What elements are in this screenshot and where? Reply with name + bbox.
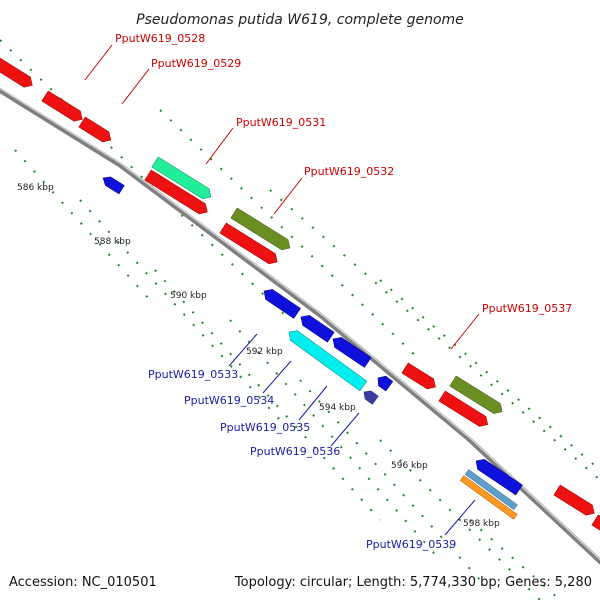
cds-PputW619_0541[interactable] — [591, 514, 600, 539]
gene-label-PputW619_0534[interactable]: PputW619_0534 — [184, 394, 274, 407]
cds-PputW619_0532[interactable] — [230, 207, 293, 253]
leader-line-0533 — [228, 333, 258, 367]
cds-PputW619_0536a[interactable] — [374, 373, 394, 392]
upper-dotted-line-2 — [159, 109, 421, 361]
gene-label-PputW619_0529[interactable]: PputW619_0529 — [151, 57, 241, 70]
cds-PputW619_0531[interactable] — [151, 156, 214, 202]
tick-lines — [0, 39, 600, 600]
leader-line-0535 — [298, 385, 328, 421]
tick-line-596 — [379, 439, 541, 600]
cds-PputW619_0535[interactable] — [330, 334, 372, 368]
map-title: Pseudomonas putida W619, complete genome — [136, 12, 464, 28]
cds-PputW619_0533[interactable] — [261, 286, 301, 319]
cds-PputW619_0539a[interactable] — [464, 469, 518, 511]
tick-label-594: 594 kbp — [319, 403, 356, 413]
forward-gene-labels: PputW619_0528 PputW619_0529 PputW619_053… — [84, 32, 572, 350]
leader-line-0529 — [121, 68, 150, 105]
gene-label-PputW619_0532[interactable]: PputW619_0532 — [304, 165, 394, 178]
leader-line-0532 — [273, 177, 303, 215]
tick-line-594 — [299, 379, 481, 581]
tick-line-588 — [79, 199, 281, 421]
cds-PputW619_0540[interactable] — [553, 484, 598, 518]
gene-label-PputW619_0528[interactable]: PputW619_0528 — [115, 32, 205, 45]
gene-label-PputW619_0536[interactable]: PputW619_0536 — [250, 445, 340, 458]
tick-line-586 — [14, 149, 151, 301]
topology-text: Topology: circular; Length: 5,774,330 bp… — [234, 575, 592, 590]
reverse-gene-labels: PputW619_0533 PputW619_0534 PputW619_053… — [148, 333, 476, 551]
leader-line-0539 — [444, 499, 476, 536]
cds-PputW619_0528[interactable] — [41, 90, 86, 124]
cds-PputW619_0529[interactable] — [78, 116, 114, 145]
reverse-strand-features — [100, 174, 523, 520]
cds-PputW619_0537[interactable] — [449, 375, 506, 417]
leader-line-0531 — [205, 127, 234, 165]
cds-PputW619_0534[interactable] — [285, 327, 368, 392]
tick-line-590 — [154, 269, 381, 521]
cds-PputW619_0532b[interactable] — [219, 222, 281, 267]
leader-line-0534 — [262, 360, 292, 394]
cds-reverse-small[interactable] — [100, 174, 125, 195]
leader-line-0537 — [450, 313, 480, 350]
cds-PputW619_0538[interactable] — [473, 456, 523, 496]
leader-line-0528 — [84, 44, 113, 81]
accession-text: Accession: NC_010501 — [9, 575, 157, 590]
gene-label-PputW619_0533[interactable]: PputW619_0533 — [148, 368, 238, 381]
tick-label-596: 596 kbp — [391, 461, 428, 471]
cds-PputW619_0536b[interactable] — [401, 362, 439, 392]
tick-label-586: 586 kbp — [17, 183, 54, 193]
cds-PputW619_0533b[interactable] — [298, 312, 335, 343]
tick-labels: 586 kbp 588 kbp 590 kbp 592 kbp 594 kbp … — [17, 183, 500, 529]
tick-label-588: 588 kbp — [94, 237, 131, 247]
tick-label-598: 598 kbp — [463, 519, 500, 529]
cds-PputW619_0539[interactable] — [459, 475, 518, 520]
cds-PputW619_0530[interactable] — [144, 169, 211, 217]
cds-PputW619_0537b[interactable] — [438, 390, 491, 430]
forward-strand-features — [0, 56, 600, 539]
gene-label-PputW619_0539[interactable]: PputW619_0539 — [366, 538, 456, 551]
leader-line-0536 — [330, 412, 360, 447]
gene-label-PputW619_0535[interactable]: PputW619_0535 — [220, 421, 310, 434]
tick-label-592: 592 kbp — [246, 347, 283, 357]
cds-PputW619_0536[interactable] — [361, 388, 379, 405]
gene-label-PputW619_0537[interactable]: PputW619_0537 — [482, 302, 572, 315]
gene-label-PputW619_0531[interactable]: PputW619_0531 — [236, 116, 326, 129]
tick-label-590: 590 kbp — [170, 291, 207, 301]
cds-PputW619_0527[interactable] — [0, 56, 35, 90]
